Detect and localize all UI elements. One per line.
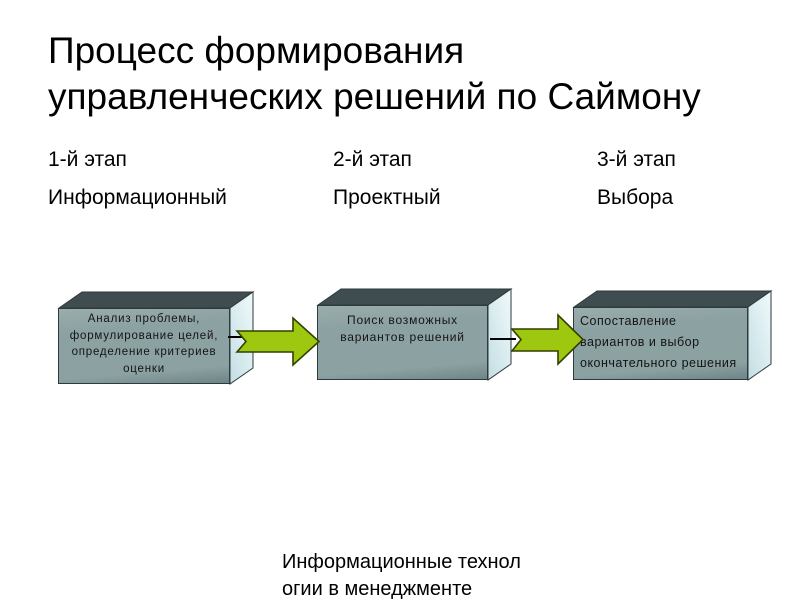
right-arrow-icon	[510, 313, 585, 366]
box-2-line-1: Поиск возможных	[347, 313, 458, 327]
footer-caption: Информационные технол огии в менеджменте	[282, 549, 521, 603]
cube-faces-icon	[57, 291, 255, 385]
footer-line-2: огии в менеджменте	[282, 578, 473, 600]
box-2-front-face	[317, 305, 488, 380]
stage-1-name: Информационный	[48, 186, 227, 209]
connector-line-1	[228, 336, 248, 338]
connector-line-2	[490, 338, 516, 340]
stage-1-number: 1-й этап	[48, 148, 127, 171]
stage-header-1: 1-й этап Информационный	[48, 141, 308, 217]
box-3-line-2: вариантов и выбор	[580, 335, 700, 349]
process-box-3: Сопоставление вариантов и выбор окончате…	[572, 290, 773, 381]
stage-2-number: 2-й этап	[333, 148, 412, 171]
page-title-line-1: Процесс формирования	[48, 30, 465, 71]
box-1-line-3: определение критериев	[71, 346, 217, 358]
box-1-line-4: оценки	[123, 362, 165, 375]
stage-2-name: Проектный	[333, 186, 441, 209]
process-box-1: Анализ проблемы, формулирование целей, о…	[57, 291, 255, 385]
stage-header-3: 3-й этап Выбора	[597, 141, 800, 217]
box-2-label: Поиск возможных вариантов решений	[317, 305, 488, 380]
stage-3-name: Выбора	[597, 186, 674, 209]
box-1-label: Анализ проблемы, формулирование целей, о…	[58, 308, 230, 384]
cube-faces-icon	[316, 288, 513, 381]
box-1-front-face	[58, 308, 230, 384]
box-3-label: Сопоставление вариантов и выбор окончате…	[573, 307, 748, 380]
page-title: Процесс формирования управленческих реше…	[48, 28, 768, 120]
box-1-line-1: Анализ проблемы,	[87, 313, 201, 325]
process-box-2: Поиск возможных вариантов решений	[316, 288, 513, 381]
stage-3-number: 3-й этап	[597, 148, 676, 171]
box-1-line-2: формулирование целей,	[69, 329, 219, 342]
page-title-line-2: управленческих решений по Саймону	[48, 76, 701, 117]
box-3-line-1: Сопоставление	[580, 314, 677, 328]
right-arrow-icon	[235, 316, 321, 367]
stage-header-2: 2-й этап Проектный	[333, 141, 593, 217]
footer-line-1: Информационные технол	[282, 551, 521, 573]
box-3-line-3: окончательного решения	[580, 356, 737, 370]
box-2-line-2: вариантов решений	[340, 330, 465, 344]
